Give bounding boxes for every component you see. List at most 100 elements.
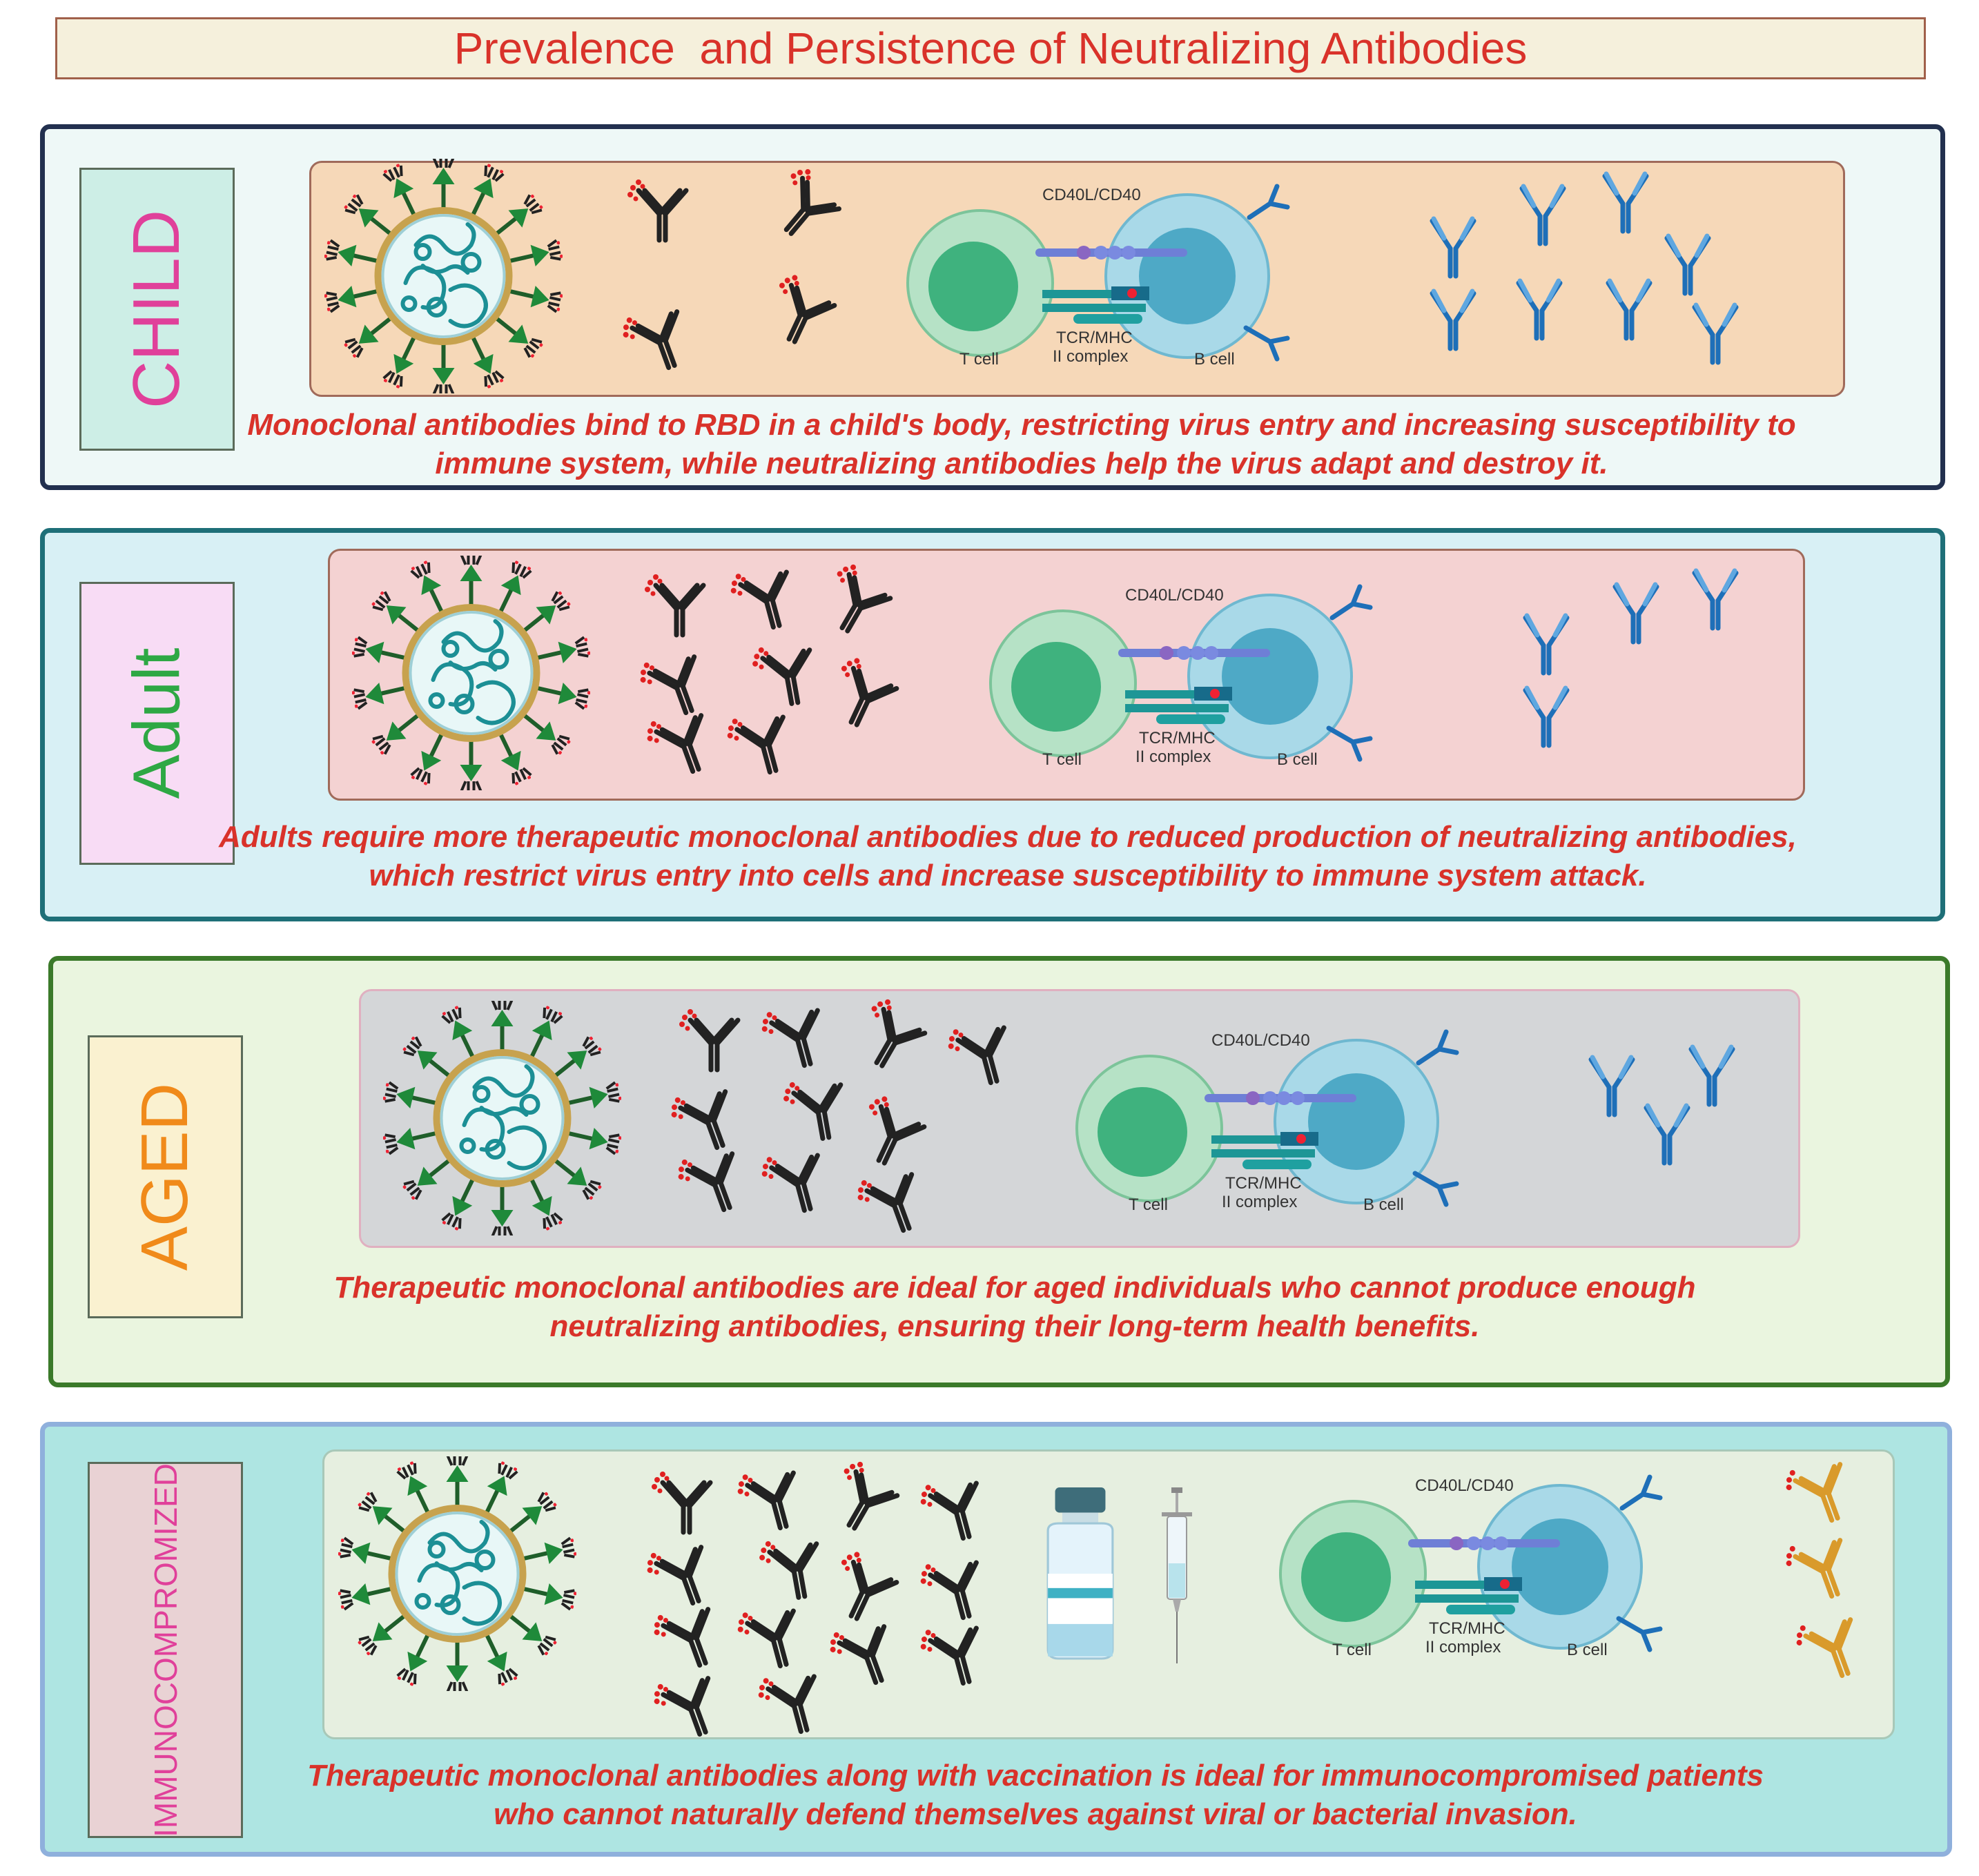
monoclonal-antibody-icon: [783, 1077, 852, 1146]
monoclonal-antibody-icon: [922, 1477, 991, 1546]
panel-label-text: Adult: [119, 647, 194, 799]
monoclonal-antibody-icon: [922, 1622, 991, 1691]
scene-child: [309, 161, 1845, 397]
b-cell-label: B cell: [1277, 750, 1318, 769]
monoclonal-antibody-icon: [856, 1004, 925, 1073]
tcr-label-line1: TCR/MHC: [1056, 329, 1133, 347]
cd40-label: CD40L/CD40: [1042, 186, 1141, 204]
neutralizing-antibody-icon: [1688, 297, 1743, 366]
t-cell-label: T cell: [959, 350, 999, 369]
monoclonal-antibody-icon: [828, 1467, 897, 1536]
monoclonal-antibody-icon: [676, 1008, 745, 1077]
t-cell-b-cell-interaction: CD40L/CD40 TCR/MHC II complex T cell B c…: [1277, 1470, 1705, 1659]
monoclonal-antibody-icon: [832, 1622, 901, 1691]
neutralizing-antibody-icon: [1688, 563, 1743, 632]
panel-label-immunocompromized: IMMUNOCOMPROMIZED: [88, 1462, 243, 1838]
tcr-label-line2: II complex: [1425, 1638, 1501, 1657]
panel-label-text: AGED: [128, 1082, 202, 1271]
b-cell-label: B cell: [1567, 1641, 1608, 1659]
monoclonal-antibody-icon: [649, 711, 718, 780]
virus-icon: [324, 159, 563, 393]
tcr-label-line1: TCR/MHC: [1429, 1619, 1505, 1638]
monoclonal-antibody-icon: [828, 1556, 897, 1625]
neutralizing-antibody-icon: [1660, 228, 1715, 297]
neutralizing-antibody-icon: [1425, 211, 1481, 280]
b-cell-label: B cell: [1194, 350, 1235, 369]
virus-icon: [383, 1001, 621, 1235]
vaccine-antibody-icon: [1788, 1536, 1857, 1605]
t-cell-label: T cell: [1129, 1195, 1168, 1214]
neutralizing-antibody-icon: [1601, 273, 1657, 342]
virus-icon: [352, 556, 590, 790]
monoclonal-antibody-icon: [828, 663, 897, 732]
monoclonal-antibody-icon: [759, 1670, 828, 1739]
caption-aged: Therapeutic monoclonal antibodies are id…: [159, 1269, 1871, 1346]
panel-label-adult: Adult: [79, 582, 235, 865]
neutralizing-antibody-icon: [1425, 283, 1481, 352]
t-cell-b-cell-interaction: CD40L/CD40 TCR/MHC II complex T cell B c…: [904, 179, 1332, 369]
neutralizing-antibody-icon: [1584, 1049, 1639, 1118]
caption-line: Monoclonal antibodies bind to RBD in a c…: [247, 408, 1796, 442]
syringe-icon: [1156, 1487, 1198, 1667]
caption-line: Therapeutic monoclonal antibodies along …: [307, 1759, 1764, 1792]
tcr-label-line1: TCR/MHC: [1225, 1174, 1302, 1193]
monoclonal-antibody-icon: [763, 1149, 832, 1218]
monoclonal-antibody-icon: [770, 174, 839, 243]
caption-immunocompromized: Therapeutic monoclonal antibodies along …: [166, 1757, 1905, 1834]
neutralizing-antibody-icon: [1519, 607, 1574, 676]
monoclonal-antibody-icon: [728, 711, 797, 780]
monoclonal-antibody-icon: [649, 1543, 718, 1612]
caption-line: neutralizing antibodies, ensuring their …: [549, 1309, 1480, 1343]
t-cell-b-cell-interaction: CD40L/CD40 TCR/MHC II complex T cell B c…: [987, 580, 1415, 769]
t-cell-label: T cell: [1042, 750, 1082, 769]
vaccine-vial-icon: [1035, 1487, 1125, 1660]
monoclonal-antibody-icon: [859, 1170, 928, 1239]
monoclonal-antibody-icon: [949, 1022, 1018, 1091]
neutralizing-antibody-icon: [1515, 178, 1570, 247]
caption-line: who cannot naturally defend themselves a…: [494, 1797, 1577, 1831]
caption-child: Monoclonal antibodies bind to RBD in a c…: [166, 406, 1878, 483]
monoclonal-antibody-icon: [739, 1467, 808, 1536]
cd40-label: CD40L/CD40: [1415, 1476, 1514, 1495]
tcr-label-line2: II complex: [1135, 748, 1211, 766]
cd40-label: CD40L/CD40: [1125, 586, 1224, 605]
neutralizing-antibody-icon: [1608, 576, 1664, 645]
monoclonal-antibody-icon: [656, 1674, 725, 1743]
monoclonal-antibody-icon: [739, 1605, 808, 1674]
monoclonal-antibody-icon: [759, 1536, 828, 1605]
tcr-label-line1: TCR/MHC: [1139, 729, 1216, 748]
tcr-label-line2: II complex: [1053, 347, 1128, 366]
t-cell-b-cell-interaction: CD40L/CD40 TCR/MHC II complex T cell B c…: [1073, 1025, 1501, 1214]
monoclonal-antibody-icon: [732, 566, 801, 635]
monoclonal-antibody-icon: [752, 642, 821, 711]
caption-adult: Adults require more therapeutic monoclon…: [138, 818, 1878, 895]
neutralizing-antibody-icon: [1519, 680, 1574, 749]
monoclonal-antibody-icon: [642, 573, 711, 642]
vaccine-antibody-icon: [1788, 1460, 1857, 1529]
t-cell-label: T cell: [1332, 1641, 1372, 1659]
monoclonal-antibody-icon: [625, 178, 694, 247]
caption-line: immune system, while neutralizing antibo…: [435, 447, 1608, 480]
title-box: Prevalence and Persistence of Neutralizi…: [55, 17, 1926, 79]
monoclonal-antibody-icon: [821, 569, 890, 638]
virus-icon: [338, 1456, 576, 1691]
monoclonal-antibody-icon: [680, 1149, 749, 1218]
caption-line: Adults require more therapeutic monoclon…: [219, 820, 1797, 854]
neutralizing-antibody-icon: [1512, 273, 1567, 342]
monoclonal-antibody-icon: [625, 307, 694, 376]
b-cell-label: B cell: [1363, 1195, 1404, 1214]
panel-label-text: CHILD: [119, 209, 194, 409]
caption-line: Therapeutic monoclonal antibodies are id…: [333, 1271, 1696, 1305]
panel-label-aged: AGED: [88, 1035, 243, 1318]
monoclonal-antibody-icon: [763, 1004, 832, 1073]
page-title: Prevalence and Persistence of Neutralizi…: [454, 23, 1528, 73]
monoclonal-antibody-icon: [656, 1605, 725, 1674]
monoclonal-antibody-icon: [856, 1101, 925, 1170]
tcr-label-line2: II complex: [1222, 1193, 1297, 1211]
caption-line: which restrict virus entry into cells an…: [369, 859, 1647, 892]
monoclonal-antibody-icon: [766, 280, 835, 349]
vaccine-antibody-icon: [1798, 1615, 1867, 1684]
cd40-label: CD40L/CD40: [1211, 1031, 1310, 1050]
panel-label-child: CHILD: [79, 168, 235, 451]
neutralizing-antibody-icon: [1639, 1097, 1695, 1166]
